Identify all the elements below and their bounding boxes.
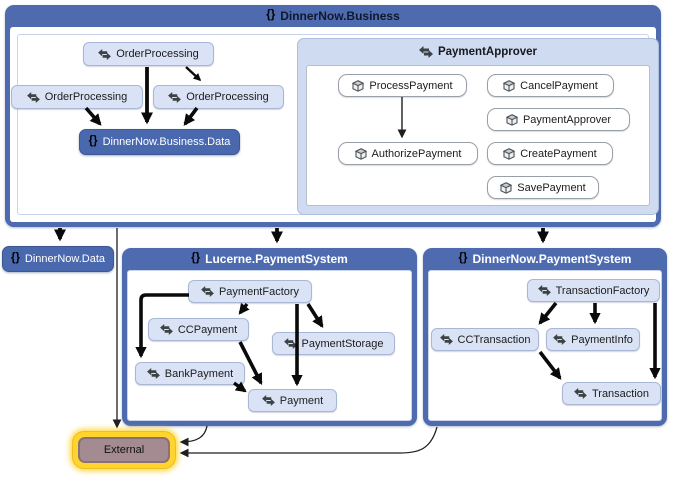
namespace-icon: {}	[458, 252, 468, 265]
namespace-icon: {}	[191, 252, 201, 265]
node-label: OrderProcessing	[186, 91, 269, 103]
cube-icon	[500, 181, 513, 194]
group-header: {} DinnerNow.Business	[5, 5, 661, 27]
node-cancelpayment[interactable]: CancelPayment	[487, 74, 614, 97]
node-label: External	[103, 444, 145, 456]
class-icon	[146, 368, 160, 379]
edge-lucerne-external	[179, 425, 208, 447]
node-transaction[interactable]: Transaction	[562, 382, 661, 405]
class-icon	[26, 91, 40, 103]
class-icon	[418, 46, 433, 58]
cube-icon	[503, 79, 516, 92]
node-dinnernow-data[interactable]: {} DinnerNow.Data	[2, 246, 114, 272]
class-icon	[439, 334, 453, 345]
class-icon	[261, 395, 275, 406]
class-icon	[159, 324, 173, 335]
group-header: {} Lucerne.PaymentSystem	[122, 248, 417, 270]
node-label: PaymentFactory	[218, 285, 300, 298]
group-header: PaymentApprover	[298, 39, 658, 65]
node-label: PaymentInfo	[571, 333, 633, 346]
node-label: BankPayment	[164, 367, 234, 380]
group-title: DinnerNow.PaymentSystem	[472, 252, 632, 266]
node-paymentinfo[interactable]: PaymentInfo	[546, 328, 640, 351]
class-icon	[98, 48, 112, 60]
class-icon	[283, 338, 297, 349]
cube-icon	[503, 147, 516, 160]
node-label: PaymentApprover	[522, 113, 612, 126]
node-ccpayment[interactable]: CCPayment	[148, 318, 249, 341]
node-paymentfactory[interactable]: PaymentFactory	[188, 280, 312, 303]
node-label: AuthorizePayment	[371, 147, 462, 160]
node-dinnernow-business-data[interactable]: {} DinnerNow.Business.Data	[79, 129, 240, 155]
node-label: OrderProcessing	[116, 48, 199, 60]
node-processpayment[interactable]: ProcessPayment	[338, 74, 467, 97]
node-savepayment[interactable]: SavePayment	[487, 176, 599, 199]
namespace-icon: {}	[266, 9, 276, 22]
node-label: DinnerNow.Business.Data	[102, 136, 231, 148]
node-label: SavePayment	[517, 181, 586, 194]
node-paymentapprover[interactable]: PaymentApprover	[487, 108, 630, 131]
class-icon	[553, 334, 567, 345]
node-payment[interactable]: Payment	[248, 389, 337, 412]
node-label: PaymentStorage	[301, 337, 384, 350]
group-title: DinnerNow.Business	[280, 9, 400, 23]
node-label: Payment	[279, 394, 324, 407]
node-label: CreatePayment	[520, 147, 597, 160]
node-label: ProcessPayment	[369, 79, 453, 92]
group-title: PaymentApprover	[437, 46, 538, 58]
node-label: CCPayment	[177, 323, 238, 336]
node-label: Transaction	[591, 387, 650, 400]
node-cctransaction[interactable]: CCTransaction	[431, 328, 539, 351]
class-icon	[201, 286, 214, 297]
node-transactionfactory[interactable]: TransactionFactory	[527, 279, 660, 302]
node-paymentstorage[interactable]: PaymentStorage	[272, 332, 395, 355]
edge-dnps-external	[179, 426, 438, 458]
namespace-icon: {}	[88, 135, 98, 148]
namespace-icon: {}	[10, 252, 20, 265]
class-icon	[168, 91, 182, 103]
class-icon	[537, 285, 551, 296]
node-label: TransactionFactory	[555, 284, 650, 297]
node-orderprocessing-top[interactable]: OrderProcessing	[83, 42, 214, 66]
cube-icon	[505, 113, 518, 126]
node-createpayment[interactable]: CreatePayment	[487, 142, 613, 165]
node-authorizepayment[interactable]: AuthorizePayment	[338, 142, 478, 165]
node-external-highlight[interactable]: External	[72, 431, 176, 469]
node-label: CancelPayment	[520, 79, 598, 92]
group-title: Lucerne.PaymentSystem	[205, 252, 348, 266]
node-label: OrderProcessing	[44, 91, 128, 103]
node-bankpayment[interactable]: BankPayment	[135, 362, 245, 385]
cube-icon	[354, 147, 367, 160]
cube-icon	[352, 79, 365, 92]
node-label: DinnerNow.Data	[24, 253, 106, 265]
class-icon	[574, 388, 587, 399]
node-external: External	[78, 437, 170, 463]
node-orderprocessing-left[interactable]: OrderProcessing	[11, 85, 143, 109]
node-label: CCTransaction	[457, 333, 531, 346]
node-orderprocessing-right[interactable]: OrderProcessing	[153, 85, 284, 109]
group-header: {} DinnerNow.PaymentSystem	[423, 248, 667, 270]
